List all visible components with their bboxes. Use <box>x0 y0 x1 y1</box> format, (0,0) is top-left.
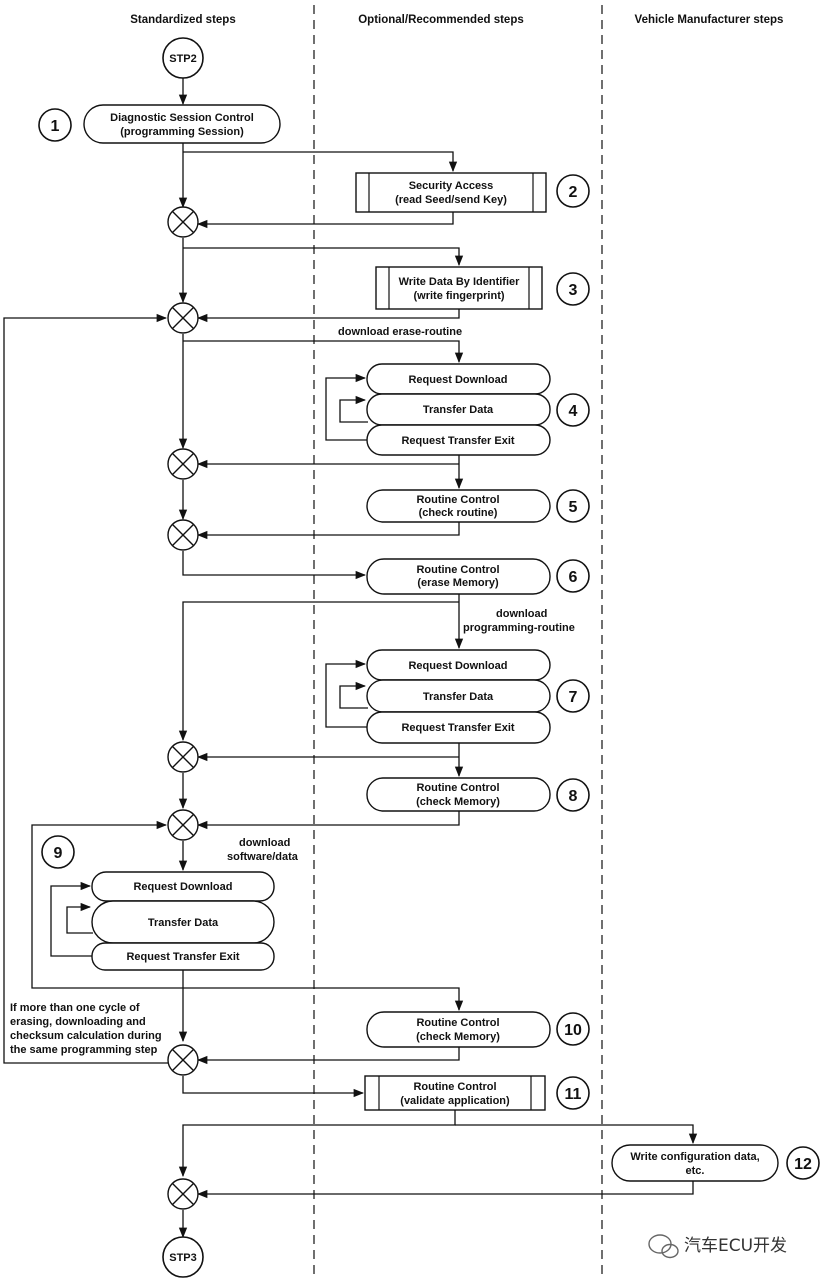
label-programming-routine-1: download <box>496 608 547 620</box>
junction-7 <box>167 1044 199 1076</box>
svg-text:7: 7 <box>569 689 578 706</box>
step-12-write-configuration-data: Write configuration data, etc. <box>611 1144 779 1182</box>
svg-text:Routine Control: Routine Control <box>416 564 499 576</box>
svg-text:(programming Session): (programming Session) <box>120 126 244 138</box>
svg-text:If more than one cycle of: If more than one cycle of <box>10 1002 140 1014</box>
watermark-text: 汽车ECU开发 <box>684 1236 787 1256</box>
svg-text:(erase Memory): (erase Memory) <box>417 577 499 589</box>
step-number-5: 5 <box>556 489 590 523</box>
svg-text:1: 1 <box>51 118 60 135</box>
step-5-routine-control-check-routine: Routine Control (check routine) <box>366 489 551 523</box>
svg-text:11: 11 <box>565 1086 582 1103</box>
terminal-end: STP3 <box>162 1236 204 1278</box>
step-number-2: 2 <box>556 174 590 208</box>
svg-text:(validate application): (validate application) <box>400 1095 510 1107</box>
junctions <box>167 206 199 1210</box>
step-number-6: 6 <box>556 559 590 593</box>
svg-text:Routine Control: Routine Control <box>416 782 499 794</box>
cycle-note: If more than one cycle of erasing, downl… <box>10 1002 162 1056</box>
step-8-routine-control-check-memory: Routine Control (check Memory) <box>366 777 551 812</box>
svg-text:Request Download: Request Download <box>408 374 507 386</box>
column-header-optional: Optional/Recommended steps <box>358 14 524 26</box>
step-number-7: 7 <box>556 679 590 713</box>
column-header-manufacturer: Vehicle Manufacturer steps <box>635 14 784 26</box>
svg-text:(check Memory): (check Memory) <box>416 1031 500 1043</box>
step-3-write-data-by-identifier: Write Data By Identifier (write fingerpr… <box>375 266 543 310</box>
svg-text:Transfer Data: Transfer Data <box>423 404 494 416</box>
svg-text:Routine Control: Routine Control <box>416 1017 499 1029</box>
junction-1 <box>167 206 199 238</box>
svg-text:4: 4 <box>569 403 578 420</box>
svg-text:10: 10 <box>564 1022 582 1039</box>
svg-text:3: 3 <box>569 282 578 299</box>
svg-text:Request Download: Request Download <box>133 881 232 893</box>
svg-text:etc.: etc. <box>686 1165 705 1177</box>
svg-text:the same programming step: the same programming step <box>10 1044 158 1056</box>
step-number-1: 1 <box>38 108 72 142</box>
svg-text:Security Access: Security Access <box>409 180 494 192</box>
terminal-start: STP2 <box>162 37 204 79</box>
label-software-data-2: software/data <box>227 851 299 863</box>
svg-text:(check routine): (check routine) <box>419 507 498 519</box>
svg-text:8: 8 <box>569 788 578 805</box>
step-7-download-block: Request Download Transfer Data Request T… <box>366 649 551 744</box>
svg-text:Transfer Data: Transfer Data <box>423 691 494 703</box>
svg-text:STP2: STP2 <box>169 53 197 65</box>
svg-text:(check Memory): (check Memory) <box>416 796 500 808</box>
svg-text:(write fingerprint): (write fingerprint) <box>413 290 504 302</box>
svg-text:Transfer Data: Transfer Data <box>148 917 219 929</box>
svg-text:(read Seed/send Key): (read Seed/send Key) <box>395 194 507 206</box>
step-9-request-transfer-exit <box>91 942 275 971</box>
svg-text:Write configuration data,: Write configuration data, <box>630 1151 759 1163</box>
junction-2 <box>167 302 199 334</box>
junction-4 <box>167 519 199 551</box>
svg-text:Request Download: Request Download <box>408 660 507 672</box>
column-header-standardized: Standardized steps <box>130 14 235 26</box>
svg-text:STP3: STP3 <box>169 1252 197 1264</box>
step-4-download-block: Request Download Transfer Data Request T… <box>366 363 551 456</box>
step-number-10: 10 <box>556 1012 590 1046</box>
connectors <box>3 78 698 1239</box>
svg-text:Routine Control: Routine Control <box>416 494 499 506</box>
step-number-12: 12 <box>786 1146 820 1180</box>
step-11-routine-control-validate-application: Routine Control (validate application) <box>364 1075 546 1111</box>
junction-5 <box>167 741 199 773</box>
step-number-4: 4 <box>556 393 590 427</box>
junction-3 <box>167 448 199 480</box>
svg-text:12: 12 <box>794 1156 812 1173</box>
step-4-request-transfer-exit <box>366 424 551 456</box>
label-erase-routine: download erase-routine <box>338 326 462 338</box>
svg-text:Request Transfer Exit: Request Transfer Exit <box>401 722 514 734</box>
step-10-routine-control-check-memory: Routine Control (check Memory) <box>366 1011 551 1048</box>
step-7-request-transfer-exit <box>366 711 551 744</box>
step-number-9: 9 <box>41 835 75 869</box>
svg-text:6: 6 <box>569 569 578 586</box>
svg-text:Write Data By Identifier: Write Data By Identifier <box>399 276 521 288</box>
step-1-diagnostic-session-control: Diagnostic Session Control (programming … <box>83 104 281 144</box>
junction-8 <box>167 1178 199 1210</box>
svg-text:Request Transfer Exit: Request Transfer Exit <box>126 951 239 963</box>
svg-text:Request Transfer Exit: Request Transfer Exit <box>401 435 514 447</box>
svg-text:erasing, downloading and: erasing, downloading and <box>10 1016 146 1028</box>
svg-text:checksum calculation during: checksum calculation during <box>10 1030 162 1042</box>
step-9-download-block: Request Download Transfer Data Request T… <box>91 871 275 971</box>
svg-text:2: 2 <box>569 184 578 201</box>
svg-text:Diagnostic Session Control: Diagnostic Session Control <box>110 112 254 124</box>
svg-text:Routine Control: Routine Control <box>413 1081 496 1093</box>
step-number-8: 8 <box>556 778 590 812</box>
junction-6 <box>167 809 199 841</box>
svg-text:5: 5 <box>569 499 578 516</box>
label-programming-routine-2: programming-routine <box>463 622 575 634</box>
step-number-11: 11 <box>556 1076 590 1110</box>
step-number-3: 3 <box>556 272 590 306</box>
step-6-routine-control-erase-memory: Routine Control (erase Memory) <box>366 558 551 595</box>
svg-text:9: 9 <box>54 845 63 862</box>
step-2-security-access: Security Access (read Seed/send Key) <box>355 172 547 213</box>
wechat-icon <box>648 1234 679 1259</box>
label-software-data-1: download <box>239 837 290 849</box>
